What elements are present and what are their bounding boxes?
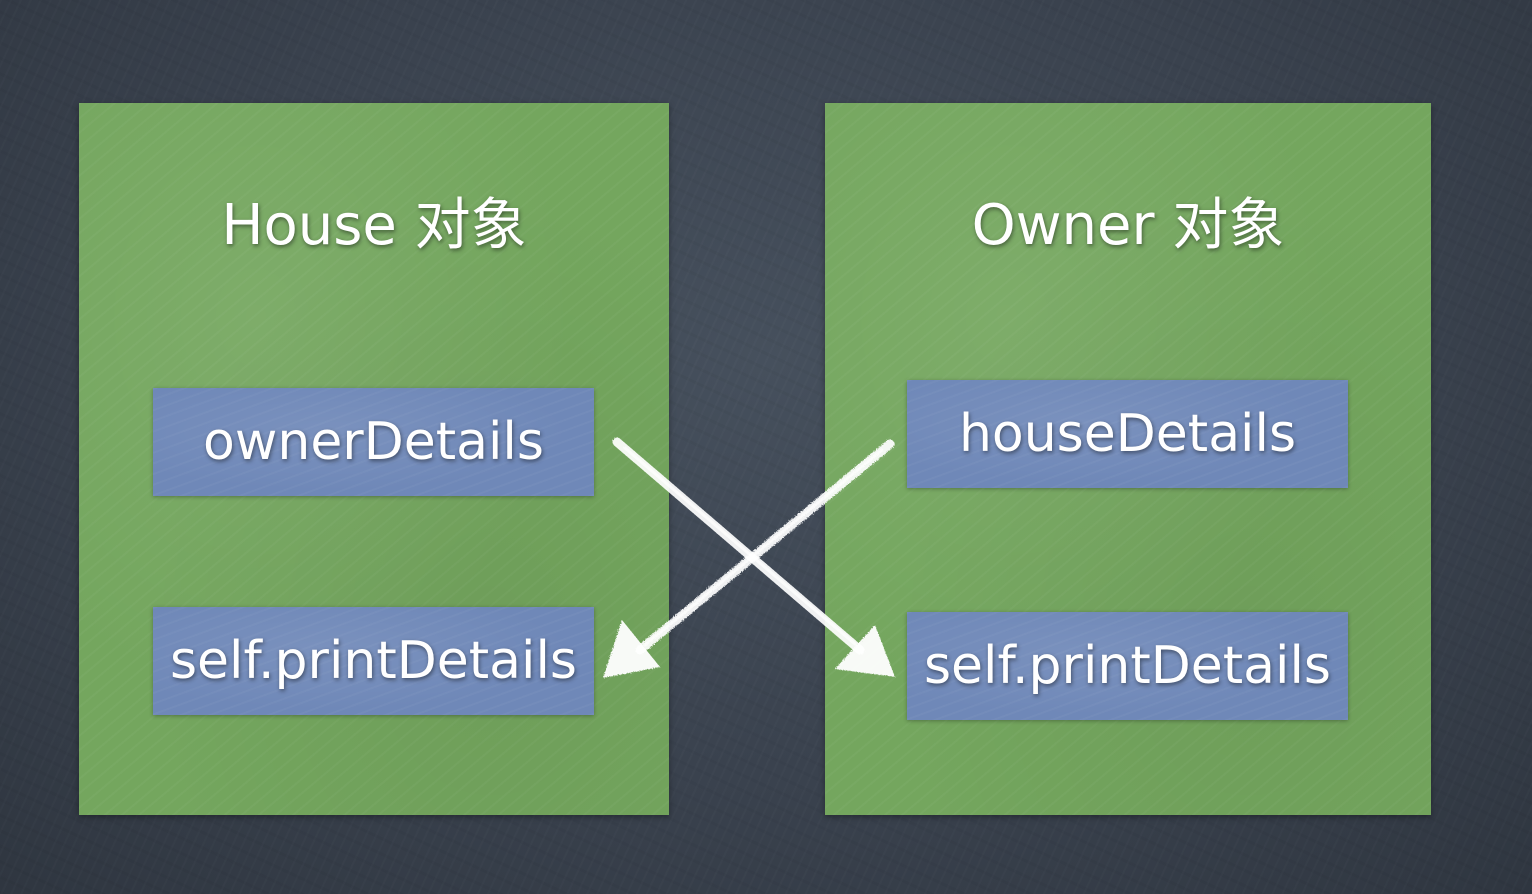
house-owner-details-box: ownerDetails [153, 388, 594, 496]
owner-print-details-box: self.printDetails [907, 612, 1348, 720]
owner-print-details-label: self.printDetails [923, 636, 1332, 696]
owner-house-details-box: houseDetails [907, 380, 1348, 488]
owner-house-details-label: houseDetails [958, 404, 1297, 464]
house-object-title: House 对象 [221, 193, 527, 258]
house-print-details-box: self.printDetails [153, 607, 594, 715]
house-owner-details-label: ownerDetails [203, 412, 544, 472]
owner-object-title: Owner 对象 [971, 193, 1285, 258]
house-print-details-label: self.printDetails [169, 631, 578, 691]
